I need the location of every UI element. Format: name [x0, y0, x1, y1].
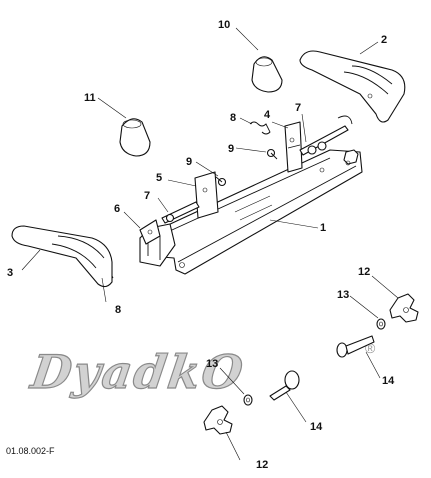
callout-2: 2 — [381, 34, 387, 46]
callout-12-left: 12 — [256, 459, 268, 471]
callout-13-left: 13 — [206, 358, 218, 370]
callout-9-lower: 9 — [186, 156, 192, 168]
star-knob-part-12-left — [203, 405, 233, 435]
upright-plate-part-5 — [194, 171, 219, 219]
callout-14-right: 14 — [382, 375, 395, 387]
callout-13-right: 13 — [337, 289, 349, 301]
bolt-part-14-right — [336, 335, 375, 358]
upright-plate-part-4 — [284, 121, 303, 173]
main-bracket-part-1 — [139, 149, 363, 275]
leader-lines — [21, 27, 399, 461]
spring-clip-part-8-top — [249, 121, 271, 135]
handle-part-3 — [11, 225, 113, 288]
washer-part-13-left — [243, 394, 253, 406]
rod-part-7-right — [299, 115, 353, 156]
handle-part-2 — [299, 50, 406, 123]
screw-part-9-lower — [215, 176, 227, 187]
knob-part-10 — [251, 56, 283, 93]
document-code: 01.08.002-F — [6, 446, 55, 456]
callout-9-upper: 9 — [228, 143, 234, 155]
callout-14-left: 14 — [310, 421, 323, 433]
callout-12-right: 12 — [358, 266, 370, 278]
watermark-registered-mark: ® — [365, 340, 376, 356]
callout-5: 5 — [156, 172, 162, 184]
rod-part-7-left — [161, 201, 200, 224]
screw-part-9-upper — [266, 148, 278, 160]
watermark-text: DyadkO — [26, 345, 248, 399]
callout-3: 3 — [7, 267, 13, 279]
callout-4: 4 — [264, 109, 271, 121]
callout-11: 11 — [84, 92, 96, 104]
callout-10: 10 — [218, 19, 230, 31]
callout-8-top: 8 — [230, 112, 236, 124]
callout-1: 1 — [320, 222, 326, 234]
washer-part-13-right — [376, 318, 386, 330]
callout-6: 6 — [114, 203, 120, 215]
callout-7-left: 7 — [144, 190, 150, 202]
bolt-part-14-left — [269, 370, 300, 401]
callout-labels: 1 2 3 4 5 6 7 7 8 8 9 9 10 11 12 12 13 1… — [7, 19, 395, 471]
star-knob-part-12-right — [389, 293, 419, 323]
callout-8-bottom: 8 — [115, 304, 121, 316]
callout-7-right: 7 — [295, 102, 301, 114]
linkage-part-6 — [139, 219, 161, 245]
watermark: DyadkO ® — [25, 340, 376, 400]
knob-part-11 — [119, 118, 151, 157]
